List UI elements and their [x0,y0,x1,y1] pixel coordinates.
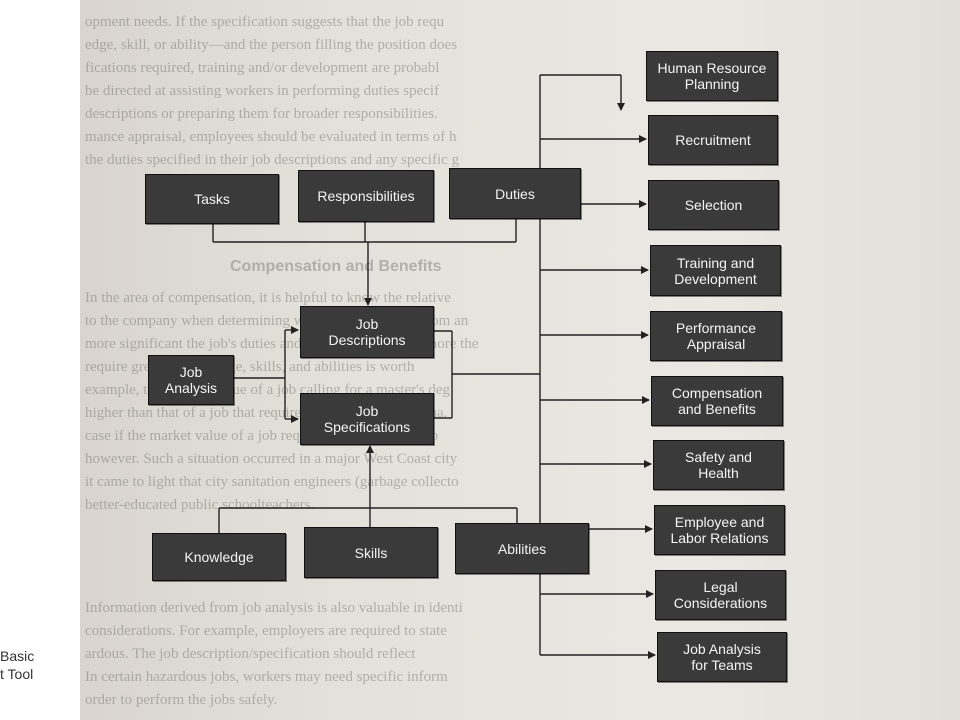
hr-planning-box: Human Resource Planning [646,51,778,101]
job-analysis-teams-box: Job Analysis for Teams [657,632,787,682]
training-development-label: Training and Development [674,254,757,287]
recruitment-box: Recruitment [648,115,778,165]
abilities-label: Abilities [497,540,547,557]
duties-label: Duties [495,185,535,202]
background-text-line: In certain hazardous jobs, workers may n… [85,669,448,685]
performance-appraisal-box: Performance Appraisal [650,311,782,361]
background-text-line: opment needs. If the specification sugge… [85,14,445,30]
job-descriptions-box: Job Descriptions [300,306,434,358]
caption-line-2: t Tool [0,666,34,682]
tasks-label: Tasks [194,191,230,207]
background-text-line: considerations. For example, employers a… [85,623,447,639]
legal-considerations-label: Legal Considerations [673,579,768,611]
employee-labor-relations-label: Employee and Labor Relations [670,514,769,546]
background-text-line: In the area of compensation, it is helpf… [85,290,451,306]
job-specifications-label: Job Specifications [323,403,411,435]
responsibilities-box: Responsibilities [298,170,434,222]
tasks-box: Tasks [145,174,279,224]
recruitment-label: Recruitment [675,132,751,148]
employee-labor-relations-box: Employee and Labor Relations [654,505,785,555]
safety-health-label: Safety and Health [685,449,752,481]
job-analysis-box: Job Analysis [148,355,234,405]
training-development-box: Training and Development [650,245,781,296]
knowledge-box: Knowledge [152,533,286,581]
responsibilities-label: Responsibilities [317,188,415,204]
caption-line-1: Basic [0,648,35,664]
background-text-line: the duties specified in their job descri… [85,152,460,168]
safety-health-box: Safety and Health [653,440,784,490]
background-text-line: order to perform the jobs safely. [85,692,278,708]
background-text-line: it came to light that city sanitation en… [85,474,459,490]
skills-box: Skills [304,527,438,578]
job-specifications-box: Job Specifications [300,393,434,445]
background-text-line: Compensation and Benefits [230,258,442,275]
background-text-line: be directed at assisting workers in perf… [85,83,440,99]
performance-appraisal-label: Performance Appraisal [675,320,757,352]
background-text-line: ardous. The job description/specificatio… [85,646,416,662]
background-text-line: mance appraisal, employees should be eva… [85,129,457,145]
book-page: opment needs. If the specification sugge… [80,0,960,720]
hr-planning-label: Human Resource Planning [657,60,767,92]
skills-label: Skills [354,544,388,561]
background-text-line: Information derived from job analysis is… [85,600,463,616]
background-text-line: however. Such a situation occurred in a … [85,451,458,467]
selection-label: Selection [684,197,743,213]
compensation-benefits-label: Compensation and Benefits [671,385,763,417]
abilities-box: Abilities [455,523,589,574]
background-text-line: edge, skill, or ability—and the person f… [85,37,458,53]
job-descriptions-label: Job Descriptions [328,316,406,348]
background-text-line: better-educated public schoolteachers. [85,497,315,513]
job-analysis-label: Job Analysis [164,364,218,396]
duties-box: Duties [449,168,581,219]
job-analysis-teams-label: Job Analysis for Teams [683,641,761,673]
knowledge-label: Knowledge [184,549,254,565]
background-text-line: descriptions or preparing them for broad… [85,106,438,122]
selection-box: Selection [648,180,779,230]
compensation-benefits-box: Compensation and Benefits [651,376,783,426]
legal-considerations-box: Legal Considerations [655,570,786,620]
background-text-line: fications required, training and/or deve… [85,60,440,76]
